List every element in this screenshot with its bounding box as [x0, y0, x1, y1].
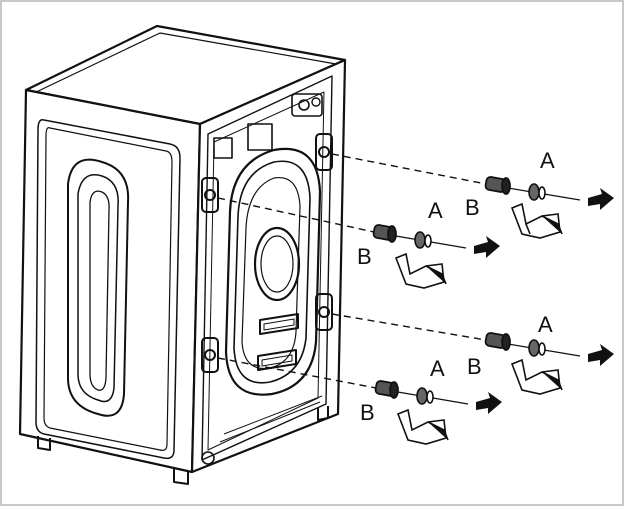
- label-b-top-left: B: [357, 244, 372, 269]
- tilted-hand-icon: [396, 408, 449, 445]
- label-b-bottom-left: B: [360, 400, 375, 425]
- bolt-socket-top-left: [201, 177, 219, 213]
- spacer-icon: [414, 231, 432, 249]
- transit-bolt-icon: [484, 176, 511, 195]
- washing-machine-icon: [18, 24, 347, 485]
- label-a-bottom-left: A: [430, 356, 445, 381]
- spacer-icon: [528, 183, 546, 201]
- transit-bolt-icon: [374, 380, 399, 399]
- spacer-icon: [528, 339, 546, 357]
- label-b-top-right: B: [465, 195, 480, 220]
- label-a-top-right: A: [540, 148, 555, 173]
- removal-arrow-icon: [588, 344, 614, 366]
- label-a-bottom-right: A: [538, 312, 553, 337]
- tilted-hand-icon: [510, 202, 563, 239]
- tilted-hand-icon: [510, 358, 563, 395]
- removal-arrow-icon: [476, 392, 502, 414]
- transit-bolt-icon: [484, 332, 511, 351]
- transit-bolt-icon: [372, 224, 397, 243]
- removal-arrow-icon: [474, 236, 500, 258]
- bolt-socket-top-right: [315, 133, 333, 171]
- bolt-socket-bottom-right: [315, 293, 333, 331]
- bolt-socket-bottom-left: [201, 337, 219, 373]
- spacer-icon: [416, 387, 434, 405]
- label-b-bottom-right: B: [467, 354, 482, 379]
- guide-lines: [217, 153, 487, 389]
- label-a-top-left: A: [428, 198, 443, 223]
- tilted-hand-icon: [394, 252, 447, 289]
- removal-arrow-icon: [588, 188, 614, 210]
